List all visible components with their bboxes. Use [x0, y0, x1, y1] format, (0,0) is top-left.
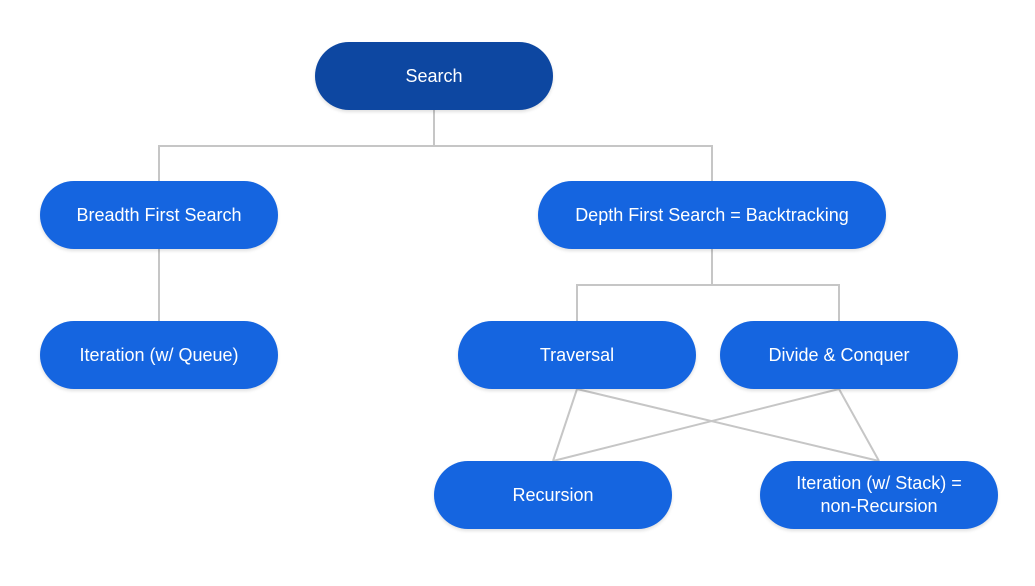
node-search-label: Search [405, 65, 463, 86]
edge-dfs-divide [712, 284, 840, 321]
node-divide-and-conquer-label: Divide & Conquer [768, 344, 910, 365]
node-breadth-first-search: Breadth First Search [40, 181, 278, 249]
node-depth-first-search: Depth First Search = Backtracking [538, 181, 886, 249]
edge-search-dfs [434, 145, 713, 181]
edge-traversal-iteration-stack [576, 388, 880, 462]
edge-search-bfs [158, 145, 434, 181]
node-iteration-stack: Iteration (w/ Stack) = non-Recursion [760, 461, 998, 529]
node-traversal: Traversal [458, 321, 696, 389]
edge-traversal-recursion [552, 388, 578, 462]
node-traversal-label: Traversal [539, 344, 615, 365]
node-recursion: Recursion [434, 461, 672, 529]
node-recursion-label: Recursion [512, 484, 594, 505]
node-divide-and-conquer: Divide & Conquer [720, 321, 958, 389]
edge-divide-iteration-stack [838, 388, 880, 462]
node-iteration-stack-label: Iteration (w/ Stack) = non-Recursion [796, 473, 962, 516]
node-depth-first-search-label: Depth First Search = Backtracking [575, 204, 849, 225]
edge-divide-recursion [552, 388, 840, 462]
edge-dfs-traversal [576, 284, 712, 321]
node-search: Search [315, 42, 553, 110]
node-iteration-queue-label: Iteration (w/ Queue) [79, 344, 239, 365]
node-breadth-first-search-label: Breadth First Search [76, 204, 242, 225]
node-iteration-queue: Iteration (w/ Queue) [40, 321, 278, 389]
